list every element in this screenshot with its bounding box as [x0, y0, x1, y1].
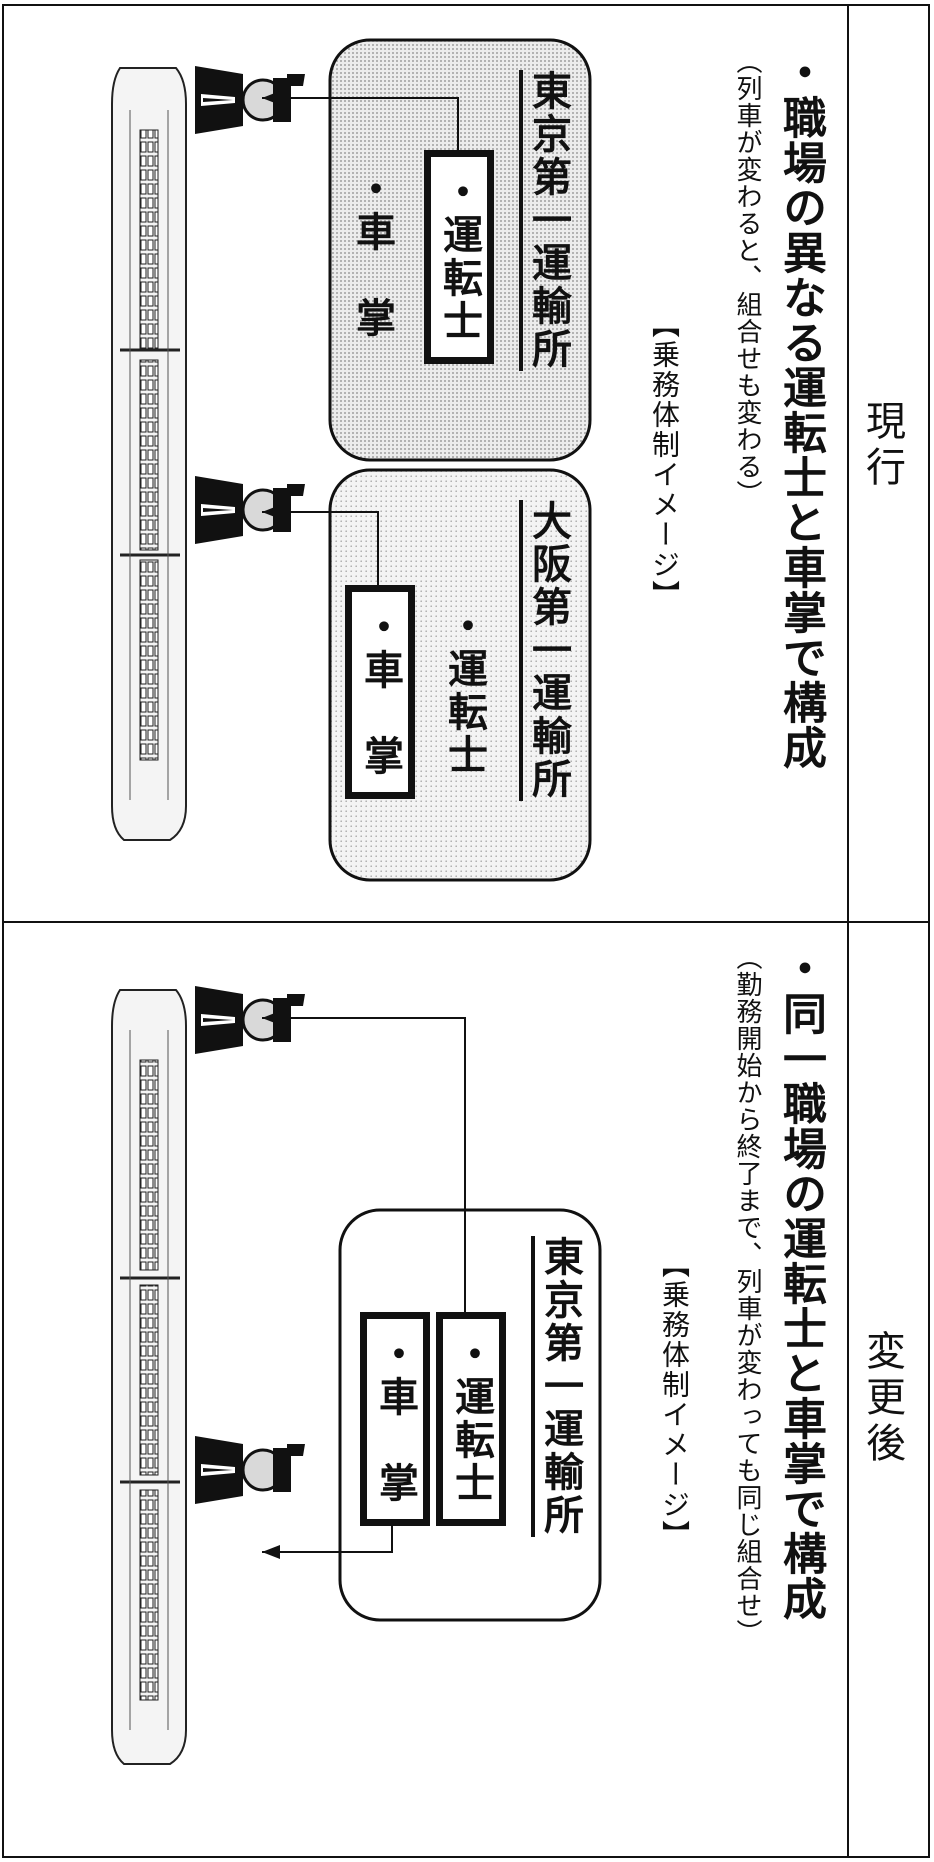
lower-tokyo-office-name: 東京第一運輸所 [537, 1236, 583, 1537]
upper-tokyo-office-name: 東京第一運輸所 [525, 70, 571, 371]
upper-osaka-conductor-boxed: ・車 掌 [345, 585, 415, 799]
upper-train [111, 67, 187, 841]
upper-image-label: 【乗務体制イメージ】 [648, 310, 681, 610]
lower-heading: ・同一職場の運転士と車掌で構成 [775, 946, 826, 1621]
upper-section-title: 現行 [859, 400, 905, 492]
upper-tokyo-driver-boxed: ・運転士 [424, 150, 494, 364]
lower-train [111, 989, 187, 1765]
upper-driver-connector [262, 97, 459, 170]
lower-image-label: 【乗務体制イメージ】 [658, 1250, 691, 1550]
lower-tokyo-driver-boxed: ・運転士 [436, 1312, 506, 1526]
upper-heading: ・職場の異なる運転士と車掌で構成 [775, 50, 826, 770]
upper-tokyo-conductor: ・車 掌 [349, 168, 395, 340]
outer-frame [2, 4, 930, 1858]
upper-osaka-office-name: 大阪第一運輸所 [525, 500, 571, 801]
lower-tokyo-conductor-boxed: ・車 掌 [360, 1312, 430, 1526]
upper-driver-arrow-head [262, 91, 280, 105]
lower-subtext: （勤務開始から終了まで、列車が変わっても同じ組合せ） [732, 944, 762, 1646]
upper-conductor-connector [262, 511, 379, 590]
upper-conductor-arrow-head [262, 505, 280, 519]
lower-driver-arrow-head [262, 1011, 280, 1025]
lower-driver-connector [262, 1017, 466, 1330]
lower-section-title: 変更後 [859, 1330, 905, 1468]
lower-conductor-arrow-head [262, 1545, 280, 1559]
upper-osaka-driver: ・運転士 [441, 605, 487, 777]
upper-subtext: （列車が変わると、組合せも変わる） [732, 48, 762, 507]
